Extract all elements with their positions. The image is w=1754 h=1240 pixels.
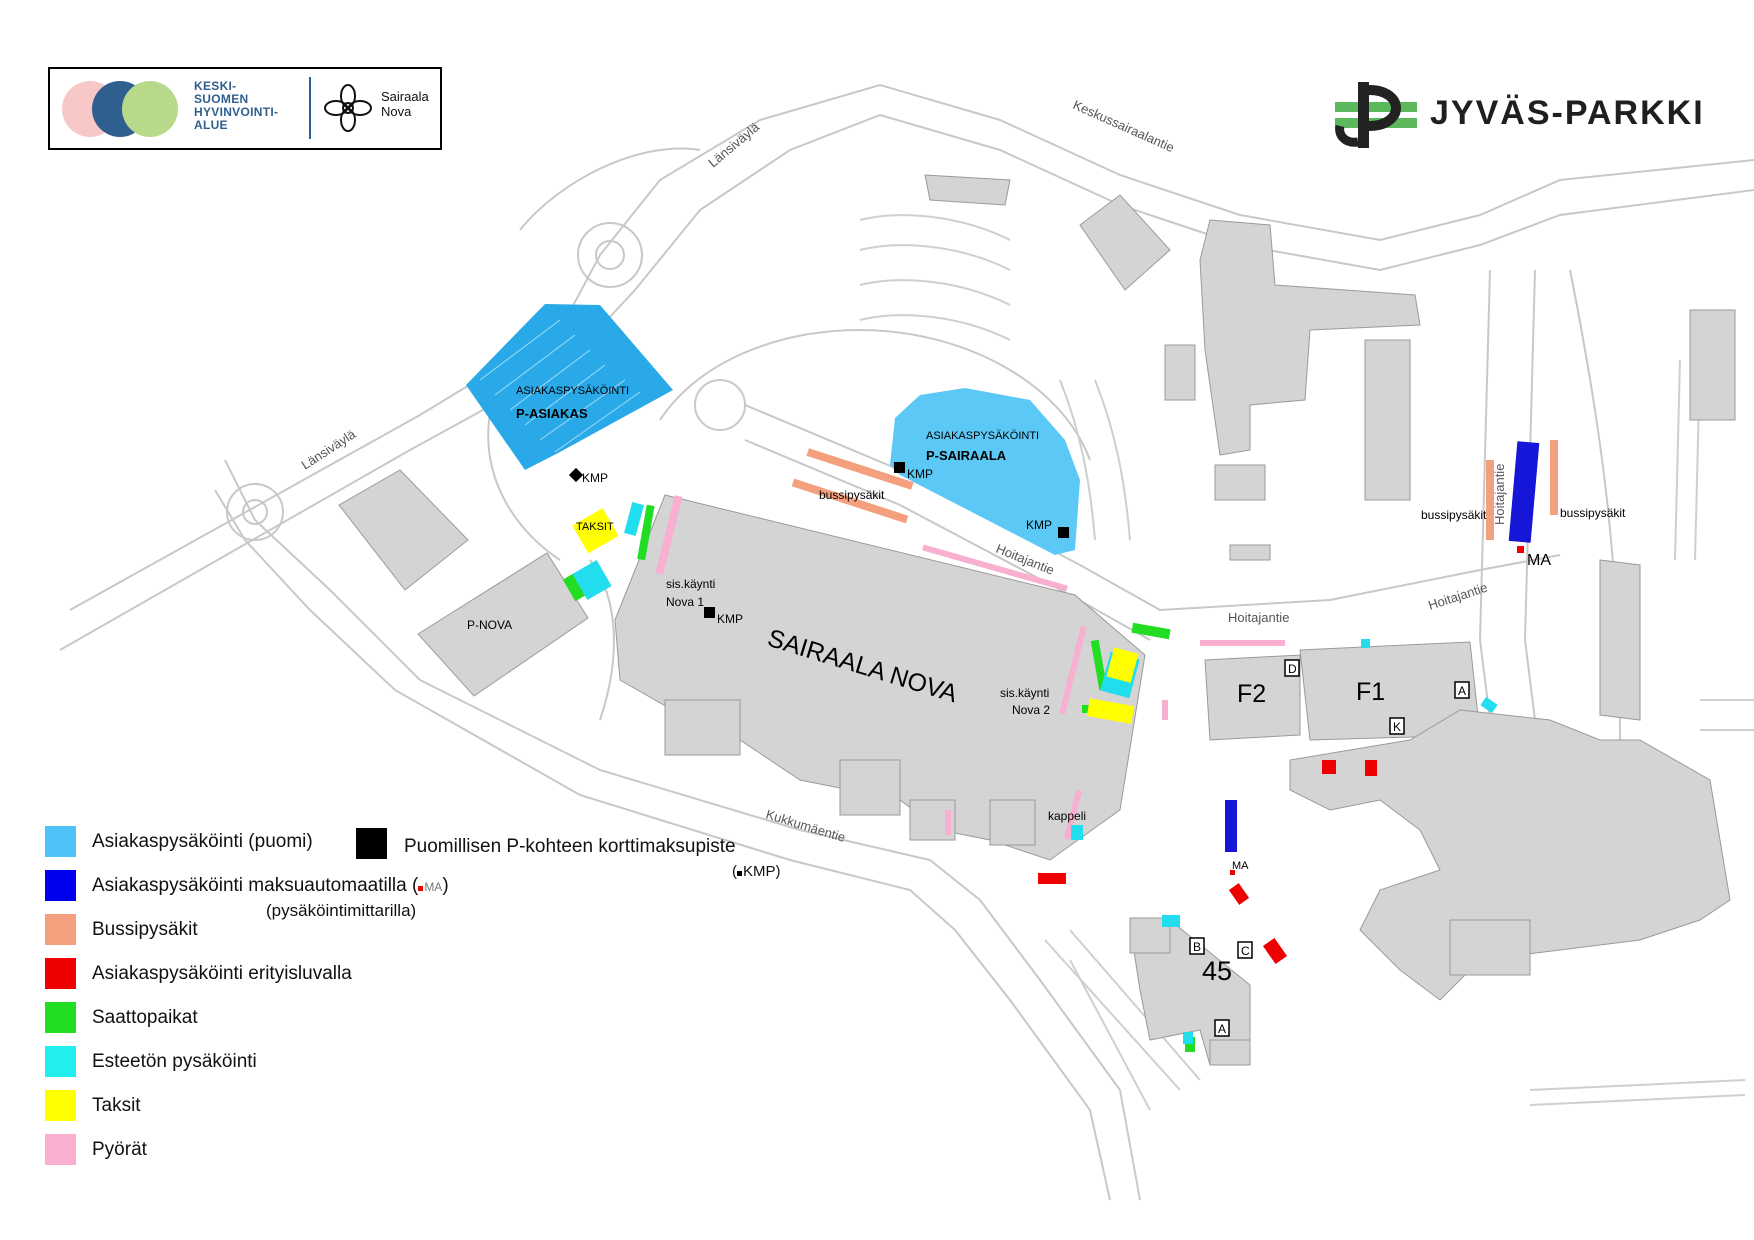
partner-logos: KESKI- SUOMEN HYVINVOINTI- ALUE Sairaala… xyxy=(48,67,442,150)
legend-label: Esteetön pysäköinti xyxy=(92,1051,257,1072)
road-hoitajantie-right: Hoitajantie xyxy=(1228,610,1289,625)
p-sairaala-area[interactable] xyxy=(890,388,1080,555)
legend-label: Bussipysäkit xyxy=(92,919,198,940)
building-f1-label: F1 xyxy=(1356,678,1385,706)
buildings xyxy=(338,174,1736,1066)
entrance-nova1-line2: Nova 1 xyxy=(666,595,704,609)
legend-label: Asiakaspysäköinti maksuautomaatilla ( xyxy=(92,875,419,896)
kmp-markers xyxy=(568,462,1069,618)
taxi-stands xyxy=(572,508,1139,724)
door-a-45-label: A xyxy=(1218,1022,1226,1036)
door-c-label: C xyxy=(1241,944,1250,958)
p-nova-label: P-NOVA xyxy=(467,618,512,632)
bussipysakit-center: bussipysäkit xyxy=(819,488,885,502)
jyvas-parkki-brand: JYVÄS-PARKKI xyxy=(1330,82,1730,152)
entrance-nova2-line1: sis.käynti xyxy=(1000,686,1049,700)
legend-kmp-label: Puomillisen P-kohteen korttimaksupiste xyxy=(404,836,736,857)
kmp-code-open: ( xyxy=(732,863,737,880)
parking-outlines xyxy=(859,214,1754,1111)
taksit-label: TAKSIT xyxy=(576,521,614,533)
bike-parking xyxy=(655,495,1285,840)
p-asiakas-area[interactable] xyxy=(466,304,673,470)
legend-swatch-bus-stops xyxy=(45,914,76,945)
legend-swatch-barrier-parking xyxy=(45,826,76,857)
legend-label: Asiakaspysäköinti erityisluvalla xyxy=(92,963,352,984)
legend-label: Taksit xyxy=(92,1095,141,1116)
kmp-label-asiakas: KMP xyxy=(582,471,608,485)
building-45-label: 45 xyxy=(1202,956,1232,986)
ma-label-north: MA xyxy=(1527,552,1551,569)
ksh-name: KESKI- SUOMEN HYVINVOINTI- ALUE xyxy=(194,79,279,132)
ma-close: ) xyxy=(442,875,449,896)
ma-mark: MA xyxy=(424,880,443,894)
legend-swatch-bikes xyxy=(45,1134,76,1165)
logo-divider xyxy=(309,77,311,139)
pay-parking-stalls-south[interactable] xyxy=(1225,800,1237,852)
road-kukkumaentie: Kukkumäentie xyxy=(764,807,847,845)
road-keskussairaalantie: Keskussairaalantie xyxy=(1071,97,1177,155)
jyvas-parkki-wordmark: JYVÄS-PARKKI xyxy=(1430,94,1705,132)
legend-kmp-code: ( KMP) xyxy=(732,863,781,880)
kmp-label-nova: KMP xyxy=(717,612,743,626)
p-asiakas-title: ASIAKASPYSÄKÖINTI xyxy=(516,385,629,397)
permit-parking xyxy=(1038,546,1524,965)
legend-label: Pyörät xyxy=(92,1139,147,1160)
door-boxes xyxy=(1189,659,1470,1037)
p-sairaala-title: ASIAKASPYSÄKÖINTI xyxy=(926,430,1039,442)
legend-swatch-accessible xyxy=(45,1046,76,1077)
bussipysakit-east: bussipysäkit xyxy=(1560,506,1626,520)
door-k-label: K xyxy=(1393,720,1401,734)
ma-label-south: MA xyxy=(1232,860,1249,872)
entrance-nova1-line1: sis.käynti xyxy=(666,577,715,591)
legend-swatch-taxi xyxy=(45,1090,76,1121)
entrance-nova2-line2: Nova 2 xyxy=(1012,703,1050,717)
legend-swatch-dropoff xyxy=(45,1002,76,1033)
hospital-logo-text: Sairaala Nova xyxy=(381,89,429,119)
legend-swatch-kmp xyxy=(356,828,387,859)
door-d-label: D xyxy=(1288,662,1297,676)
kmp-label-sairaala: KMP xyxy=(907,467,933,481)
kmp-code-text: KMP xyxy=(743,863,776,880)
roundabouts xyxy=(226,222,746,541)
kmp-label-sairaala-east: KMP xyxy=(1026,518,1052,532)
legend-label: Asiakaspysäköinti (puomi) xyxy=(92,831,313,852)
p-sairaala-name: P-SAIRAALA xyxy=(926,448,1007,463)
legend-swatch-pay-parking xyxy=(45,870,76,901)
bussipysakit-west: bussipysäkit xyxy=(1421,508,1487,522)
p-asiakas-name: P-ASIAKAS xyxy=(516,406,588,421)
pay-parking-stalls-north[interactable] xyxy=(1508,441,1540,543)
bus-stops xyxy=(791,440,1558,540)
p-asiakas-stalls xyxy=(479,319,641,453)
ksh-logo-icon xyxy=(62,81,178,137)
road-hoitajantie-vertical: Hoitajantie xyxy=(1492,464,1507,525)
nova-flower-icon xyxy=(324,84,372,132)
building-f2-label: F2 xyxy=(1237,680,1266,708)
road-lansivayla-top: Länsiväylä xyxy=(705,119,762,170)
legend-swatch-permit-parking xyxy=(45,958,76,989)
door-a-f1-label: A xyxy=(1458,684,1466,698)
kmp-code-close: ) xyxy=(775,863,781,880)
ma-dot-icon xyxy=(418,886,424,891)
kmp-dot-icon xyxy=(737,871,742,876)
legend-label: Saattopaikat xyxy=(92,1007,198,1028)
kappeli-label: kappeli xyxy=(1048,809,1086,823)
door-b-label: B xyxy=(1193,940,1201,954)
legend-pay-meter-note: (pysäköintimittarilla) xyxy=(266,901,417,920)
jyvas-parkki-logo-icon xyxy=(1335,82,1417,148)
